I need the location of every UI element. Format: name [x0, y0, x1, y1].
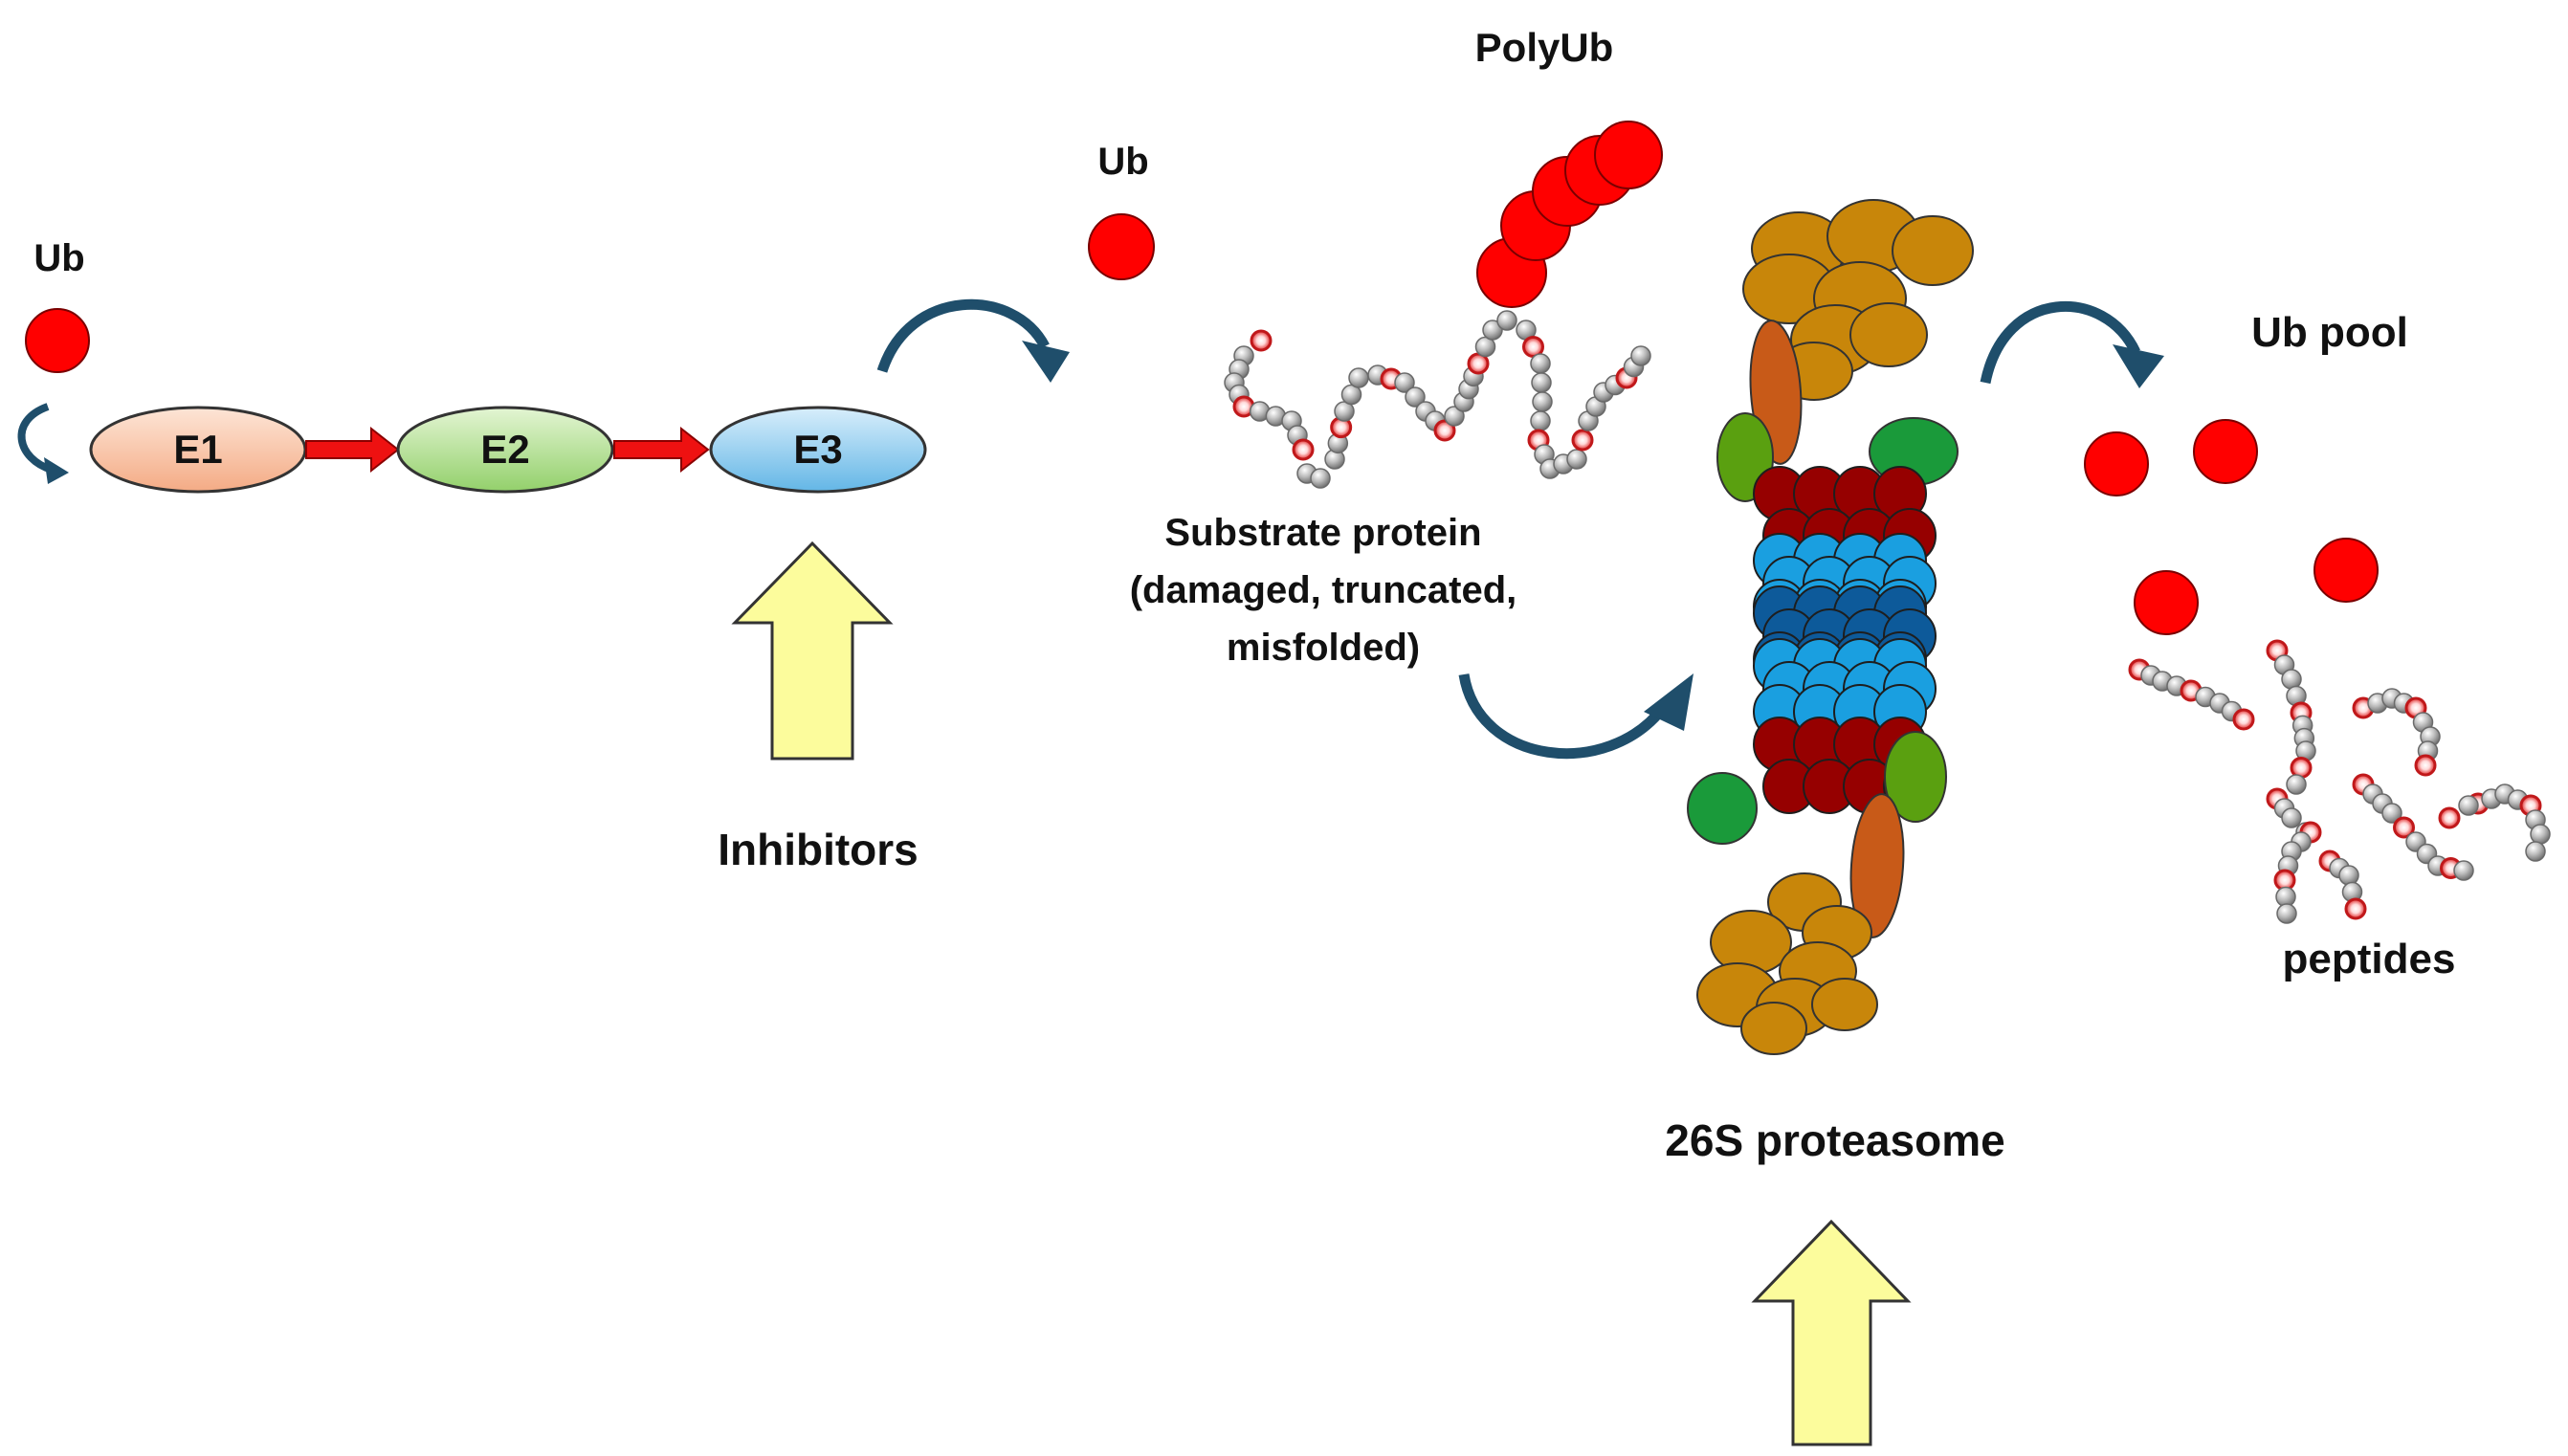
- peptide-7: [2318, 849, 2367, 920]
- peptide-8: [2467, 783, 2551, 862]
- ubiquitin-mid: [1088, 213, 1155, 280]
- polyub-label: PolyUb: [1475, 25, 1614, 70]
- substrate-label-line3: misfolded): [1227, 627, 1420, 669]
- regulatory-lid-top: [1742, 199, 1974, 401]
- inhibitor-arrow-proteasome: [1751, 1219, 1912, 1446]
- peptide-6: [2273, 821, 2322, 924]
- peptide-fragments: [2128, 639, 2551, 924]
- regulatory-lid-bottom: [1696, 872, 1878, 1055]
- core-particle-20s: [1753, 466, 1937, 814]
- e3-to-substrate-arrow: [876, 298, 1070, 383]
- e1-label: E1: [173, 427, 222, 472]
- base-subunit-bottom: [1849, 793, 1905, 938]
- proteasome-to-pool-arrow: [1980, 301, 2164, 388]
- proteasome-26s: 26S proteasome: [1665, 199, 2005, 1446]
- substrate-section: Ub PolyUb Substrate protein (damaged, tr…: [1088, 25, 1694, 760]
- ub-pool-label: Ub pool: [2251, 309, 2408, 356]
- e2-label: E2: [480, 427, 529, 472]
- ubiquitin-pool: [2084, 419, 2379, 635]
- polyubiquitin-chain: [1476, 121, 1663, 308]
- ub-label-left: Ub: [33, 237, 84, 279]
- proteasome-label: 26S proteasome: [1665, 1115, 2004, 1165]
- inhibitor-arrow-e3: [731, 540, 894, 761]
- peptide-3: [2352, 688, 2441, 777]
- e3-enzyme: [709, 406, 927, 494]
- ubiquitin-left: [25, 308, 90, 373]
- base-subunit-olive-bottom: [1884, 731, 1947, 823]
- e3-label: E3: [793, 427, 842, 472]
- peptide-9: [2438, 795, 2479, 829]
- peptide-1: [2128, 658, 2255, 731]
- peptide-2: [2266, 639, 2316, 795]
- substrate-label-line1: Substrate protein: [1164, 512, 1481, 554]
- substrate-to-proteasome-arrow: [1458, 673, 1694, 760]
- substrate-beads: [1224, 310, 1651, 489]
- ub-label-mid: Ub: [1097, 141, 1148, 183]
- e1-to-e2-arrow: [305, 426, 400, 474]
- substrate-label-line2: (damaged, truncated,: [1130, 569, 1517, 611]
- base-subunit-green-bottom: [1687, 772, 1758, 845]
- e2-to-e3-arrow: [613, 426, 710, 474]
- enzyme-cascade: Ub E1 E2 E3 Inhibitors: [17, 237, 1070, 874]
- ub-activation-arrow: [17, 403, 69, 484]
- substrate-protein-chain: [1224, 310, 1651, 489]
- e2-enzyme: [396, 406, 614, 494]
- products-section: Ub pool peptides: [1980, 301, 2551, 982]
- peptides-label: peptides: [2283, 936, 2456, 982]
- inhibitors-label: Inhibitors: [718, 825, 919, 874]
- peptide-5: [2352, 773, 2474, 881]
